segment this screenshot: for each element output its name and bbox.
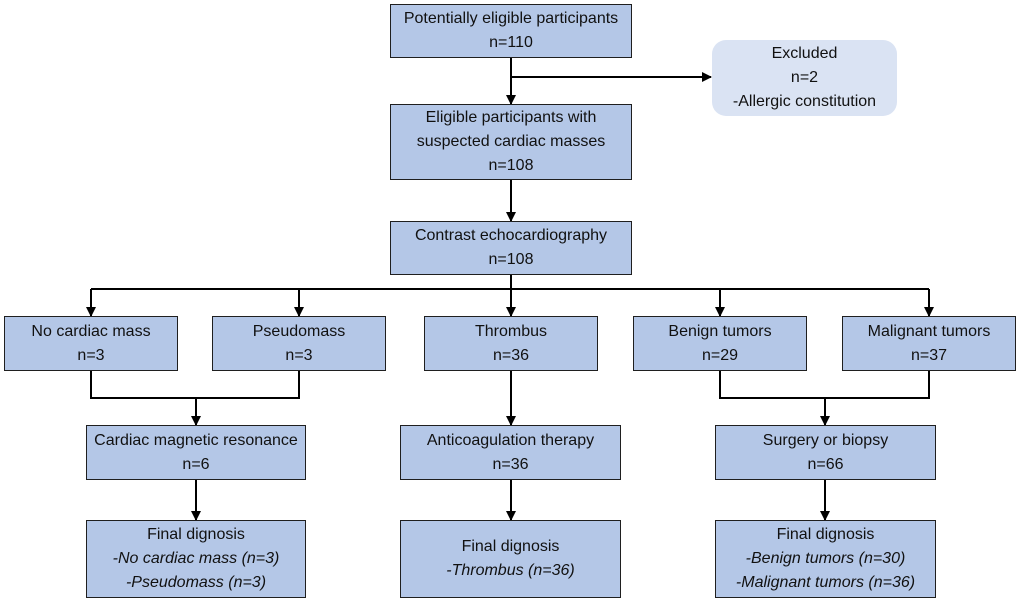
node-title: Eligible participants with <box>425 109 597 126</box>
node-contrast-echo: Contrast echocardiography n=108 <box>390 221 632 275</box>
diagnosis-thrombus: -Thrombus (n=36) <box>446 562 575 579</box>
diagnosis-no-cardiac-mass: -No cardiac mass (n=3) <box>112 550 280 567</box>
node-count: n=36 <box>492 455 529 473</box>
node-count: n=3 <box>285 346 313 364</box>
node-title: No cardiac mass <box>31 322 151 340</box>
node-title-cont: suspected cardiac masses <box>416 133 606 150</box>
node-title: Potentially eligible participants <box>403 10 619 27</box>
connector-left-merge <box>90 371 300 399</box>
node-pseudomass: Pseudomass n=3 <box>212 316 386 371</box>
node-cardiac-magnetic-resonance: Cardiac magnetic resonance n=6 <box>86 425 306 480</box>
node-final-diagnosis-right: Final dignosis -Benign tumors (n=30) -Ma… <box>715 520 936 598</box>
node-anticoagulation-therapy: Anticoagulation therapy n=36 <box>400 425 621 480</box>
node-potentially-eligible: Potentially eligible participants n=110 <box>390 4 632 58</box>
node-count: n=66 <box>807 455 844 473</box>
node-count: n=6 <box>182 455 210 473</box>
node-benign-tumors: Benign tumors n=29 <box>633 316 807 371</box>
node-final-diagnosis-middle: Final dignosis -Thrombus (n=36) <box>400 520 621 598</box>
node-thrombus: Thrombus n=36 <box>424 316 598 371</box>
node-eligible: Eligible participants with suspected car… <box>390 104 632 180</box>
node-excluded: Excluded n=2 -Allergic constitution <box>712 40 897 116</box>
node-malignant-tumors: Malignant tumors n=37 <box>842 316 1016 371</box>
node-title: Benign tumors <box>668 322 772 340</box>
diagnosis-pseudomass: -Pseudomass (n=3) <box>125 574 267 591</box>
node-title: Excluded <box>771 45 838 62</box>
node-count: n=2 <box>790 69 819 86</box>
node-title: Pseudomass <box>252 322 346 340</box>
node-title: Anticoagulation therapy <box>426 431 595 449</box>
node-final-diagnosis-left: Final dignosis -No cardiac mass (n=3) -P… <box>86 520 306 598</box>
diagnosis-malignant-tumors: -Malignant tumors (n=36) <box>735 574 916 591</box>
node-reason: -Allergic constitution <box>732 93 877 110</box>
connector-right-merge <box>719 371 930 399</box>
diagnosis-benign-tumors: -Benign tumors (n=30) <box>745 550 906 567</box>
node-title: Contrast echocardiography <box>414 227 608 244</box>
node-title: Thrombus <box>474 322 548 340</box>
node-count: n=108 <box>488 251 534 268</box>
node-count: n=110 <box>489 34 533 51</box>
node-surgery-or-biopsy: Surgery or biopsy n=66 <box>715 425 936 480</box>
node-title: Final dignosis <box>147 526 245 543</box>
node-count: n=37 <box>910 346 948 364</box>
node-title: Final dignosis <box>461 538 560 555</box>
node-title: Surgery or biopsy <box>762 431 889 449</box>
node-title: Malignant tumors <box>867 322 991 340</box>
node-no-cardiac-mass: No cardiac mass n=3 <box>4 316 178 371</box>
node-count: n=3 <box>77 346 105 364</box>
node-count: n=108 <box>488 157 534 174</box>
node-count: n=29 <box>701 346 739 364</box>
node-title: Final dignosis <box>776 526 875 543</box>
node-count: n=36 <box>492 346 530 364</box>
node-title: Cardiac magnetic resonance <box>94 431 298 449</box>
